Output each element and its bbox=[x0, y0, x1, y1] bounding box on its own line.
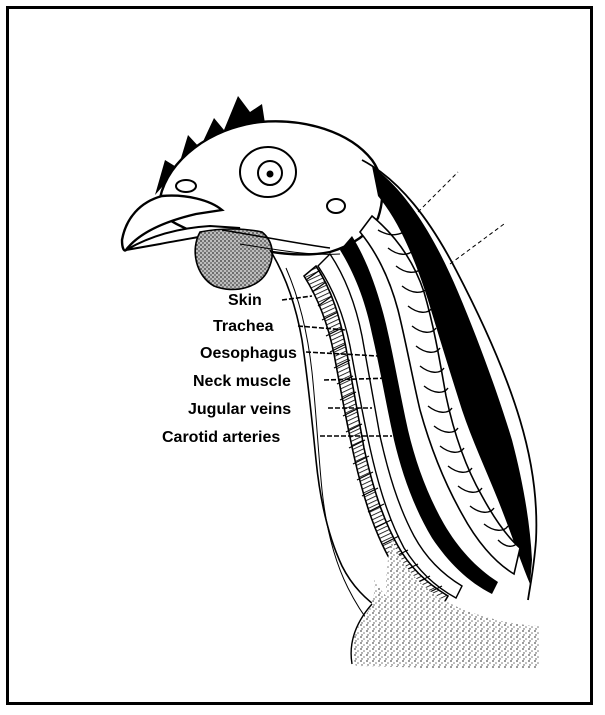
pointer-line-top bbox=[418, 172, 458, 212]
label-skin: Skin bbox=[228, 292, 262, 309]
pointer-line-mid bbox=[450, 224, 504, 264]
label-trachea: Trachea bbox=[213, 318, 274, 335]
label-oesophagus: Oesophagus bbox=[200, 345, 297, 362]
ear bbox=[327, 199, 345, 213]
label-neck-muscle: Neck muscle bbox=[193, 373, 291, 390]
label-carotid-arteries: Carotid arteries bbox=[162, 429, 280, 446]
eye-pupil bbox=[267, 171, 274, 178]
nostril bbox=[176, 180, 196, 192]
label-jugular-veins: Jugular veins bbox=[188, 401, 291, 418]
wattle bbox=[195, 229, 272, 289]
